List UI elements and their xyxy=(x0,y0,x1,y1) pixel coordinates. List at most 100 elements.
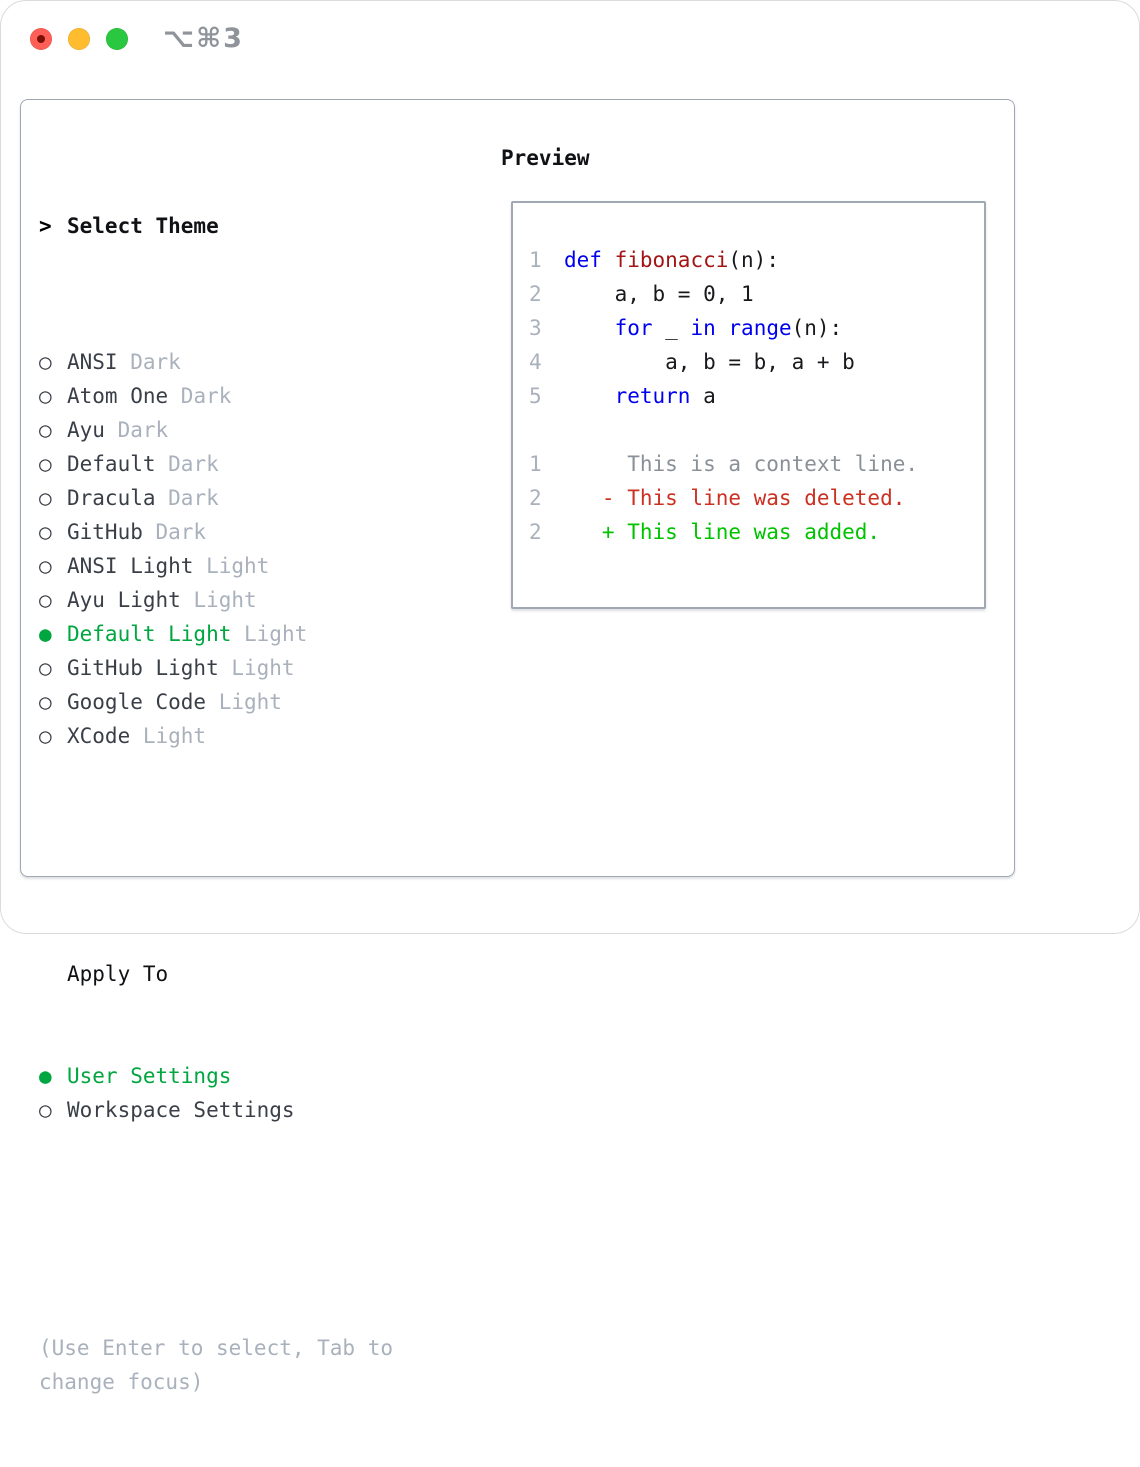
code-segment: + This line was added. xyxy=(564,520,881,544)
window-title: ⌥⌘3 xyxy=(163,23,244,54)
theme-variant: Dark xyxy=(155,452,219,476)
radio-selected-icon: ● xyxy=(39,622,52,646)
theme-option[interactable]: ○ Atom One Dark xyxy=(39,379,489,413)
code-line: 2 a, b = 0, 1 xyxy=(529,277,984,311)
theme-variant: Dark xyxy=(104,418,169,442)
theme-variant: Dark xyxy=(155,486,219,510)
theme-variant: Light xyxy=(180,588,257,612)
code-segment: return xyxy=(614,384,691,408)
code-segment: for xyxy=(614,316,653,340)
theme-option[interactable]: ○ Google Code Light xyxy=(39,685,489,719)
code-segment: (n): xyxy=(728,248,779,272)
hint-line: change focus) xyxy=(39,1370,204,1394)
titlebar: ⌥⌘3 xyxy=(1,1,1139,77)
code-line: 3 for _ in range(n): xyxy=(529,311,984,345)
theme-variant: Dark xyxy=(168,384,232,408)
theme-name: GitHub Light xyxy=(67,656,219,680)
theme-variant: Light xyxy=(193,554,270,578)
theme-option[interactable]: ○GitHub Dark xyxy=(39,515,489,549)
radio-icon: ○ xyxy=(39,690,52,714)
theme-name: XCode xyxy=(67,724,131,748)
theme-option[interactable]: ○ Ayu Light Light xyxy=(39,583,489,617)
theme-variant: Light xyxy=(206,690,282,714)
line-number: 2 xyxy=(529,520,542,544)
radio-icon: ○ xyxy=(39,1098,52,1122)
code-segment: a, b = b, a + b xyxy=(564,350,855,374)
focus-cursor-icon: > xyxy=(39,214,52,238)
radio-icon: ○ xyxy=(39,656,52,680)
line-number: 5 xyxy=(529,384,542,408)
code-segment xyxy=(564,379,615,413)
code-line xyxy=(529,413,984,447)
preview-title: Preview xyxy=(501,146,590,170)
code-segment: a xyxy=(690,384,716,408)
code-segment: _ xyxy=(652,316,691,340)
code-segment: - This line was deleted. xyxy=(564,486,906,510)
theme-name: Default xyxy=(67,452,156,476)
radio-icon: ○ xyxy=(39,384,52,408)
radio-icon: ○ xyxy=(39,554,52,578)
theme-option[interactable]: ○ GitHub Light Light xyxy=(39,651,489,685)
code-segment: fibonacci xyxy=(614,248,729,272)
code-segment xyxy=(602,243,615,277)
apply-to-options: ● User Settings ○ Workspace Settings xyxy=(39,1059,489,1127)
code-segment: (n): xyxy=(791,316,843,340)
radio-icon: ○ xyxy=(39,418,52,442)
theme-name: ANSI Light xyxy=(67,554,194,578)
radio-icon: ○ xyxy=(39,520,52,544)
minimize-button[interactable] xyxy=(68,28,90,50)
line-number: 1 xyxy=(529,248,542,272)
code-segment: a, b = 0, 1 xyxy=(564,282,754,306)
line-number: 3 xyxy=(529,316,542,340)
code-line: 2 - This line was deleted. xyxy=(529,481,984,515)
code-segment: This is a context line. xyxy=(564,452,919,476)
code-line: 1 This is a context line. xyxy=(529,447,984,481)
theme-options: ○ANSI Dark○Atom One Dark○Ayu Dark○Defaul… xyxy=(39,345,489,753)
radio-selected-icon: ● xyxy=(39,1064,52,1088)
theme-name: Ayu Light xyxy=(67,588,181,612)
code-segment: in xyxy=(690,316,716,340)
theme-variant: Light xyxy=(218,656,295,680)
theme-name: Atom One xyxy=(67,384,169,408)
apply-to-section: Apply To ● User Settings ○ Workspace Settin… xyxy=(39,889,489,1195)
hint-text: (Use Enter to select, Tab to change focus… xyxy=(39,1331,489,1399)
theme-option[interactable]: ○ Default Dark xyxy=(39,447,489,481)
theme-list: > Select Theme ○ANSI Dark○Atom One Dark○… xyxy=(39,141,489,1467)
theme-option[interactable]: ○XCode Light xyxy=(39,719,489,753)
theme-name: Default Light xyxy=(67,622,232,646)
line-number: 2 xyxy=(529,486,542,510)
close-button[interactable] xyxy=(30,28,52,50)
theme-name: Dracula xyxy=(67,486,156,510)
apply-option[interactable]: ● User Settings xyxy=(39,1059,489,1093)
code-line: 5 return a xyxy=(529,379,984,413)
theme-name: ANSI xyxy=(67,350,118,374)
apply-to-title: Apply To xyxy=(67,962,169,986)
window: ⌥⌘3 > Select Theme ○ANSI Dark○Atom One D… xyxy=(0,0,1140,1394)
radio-icon: ○ xyxy=(39,486,52,510)
theme-name: Ayu xyxy=(67,418,105,442)
code-line: 4 a, b = b, a + b xyxy=(529,345,984,379)
apply-option[interactable]: ○ Workspace Settings xyxy=(39,1093,489,1127)
radio-icon: ○ xyxy=(39,452,52,476)
apply-option-name: Workspace Settings xyxy=(67,1098,295,1122)
theme-option[interactable]: ○ Dracula Dark xyxy=(39,481,489,515)
hint-line: (Use Enter to select, Tab to xyxy=(39,1336,394,1360)
theme-option[interactable]: ○ANSI Dark xyxy=(39,345,489,379)
theme-list-title: Select Theme xyxy=(67,214,219,238)
apply-option-name: User Settings xyxy=(67,1064,232,1088)
theme-list-header: > Select Theme xyxy=(39,209,489,243)
theme-option[interactable]: ○ Ayu Dark xyxy=(39,413,489,447)
theme-option[interactable]: ● Default Light Light xyxy=(39,617,489,651)
theme-variant: Dark xyxy=(142,520,207,544)
theme-variant: Light xyxy=(231,622,308,646)
theme-option[interactable]: ○ ANSI Light Light xyxy=(39,549,489,583)
radio-icon: ○ xyxy=(39,588,52,612)
line-number: 2 xyxy=(529,282,542,306)
theme-name: Google Code xyxy=(67,690,207,714)
line-number: 1 xyxy=(529,452,542,476)
zoom-button[interactable] xyxy=(106,28,128,50)
theme-variant: Light xyxy=(130,724,207,748)
